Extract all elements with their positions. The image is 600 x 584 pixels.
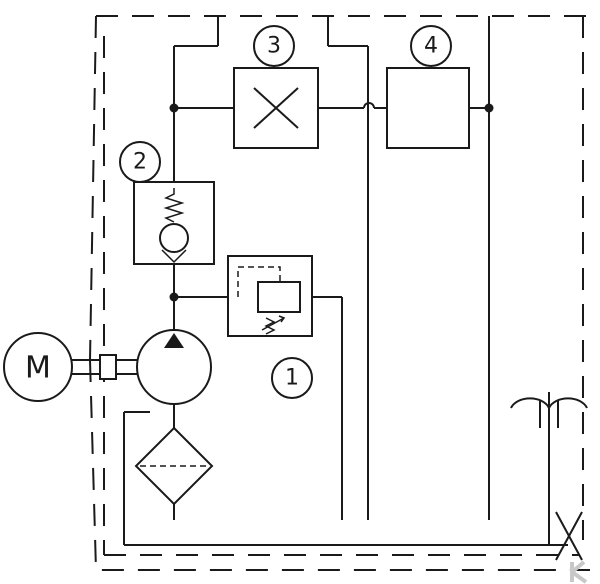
callout-1-label: 1 bbox=[285, 366, 299, 391]
hydraulic-pump bbox=[136, 329, 212, 405]
valve-4 bbox=[386, 67, 470, 149]
pressure-relief-valve bbox=[227, 255, 343, 520]
valve-3 bbox=[233, 67, 319, 149]
return-line-a bbox=[327, 16, 369, 520]
callout-4: 4 bbox=[410, 25, 452, 67]
shutoff-valve bbox=[555, 511, 583, 561]
callout-3: 3 bbox=[253, 25, 295, 67]
callout-3-label: 3 bbox=[267, 34, 281, 59]
tank-return-line bbox=[123, 411, 568, 546]
shaft-coupling bbox=[72, 354, 138, 380]
callout-4-label: 4 bbox=[424, 34, 438, 59]
watermark-logo bbox=[570, 560, 588, 584]
electric-motor: M bbox=[3, 332, 73, 402]
enclosure-boundary bbox=[89, 15, 600, 571]
callout-2: 2 bbox=[119, 141, 161, 183]
quick-coupling bbox=[510, 392, 588, 545]
callout-1: 1 bbox=[271, 357, 313, 399]
pressure-line bbox=[173, 16, 219, 330]
check-valve bbox=[133, 181, 215, 265]
callout-2-label: 2 bbox=[133, 150, 147, 175]
suction-filter bbox=[134, 404, 214, 520]
motor-label: M bbox=[25, 351, 51, 386]
